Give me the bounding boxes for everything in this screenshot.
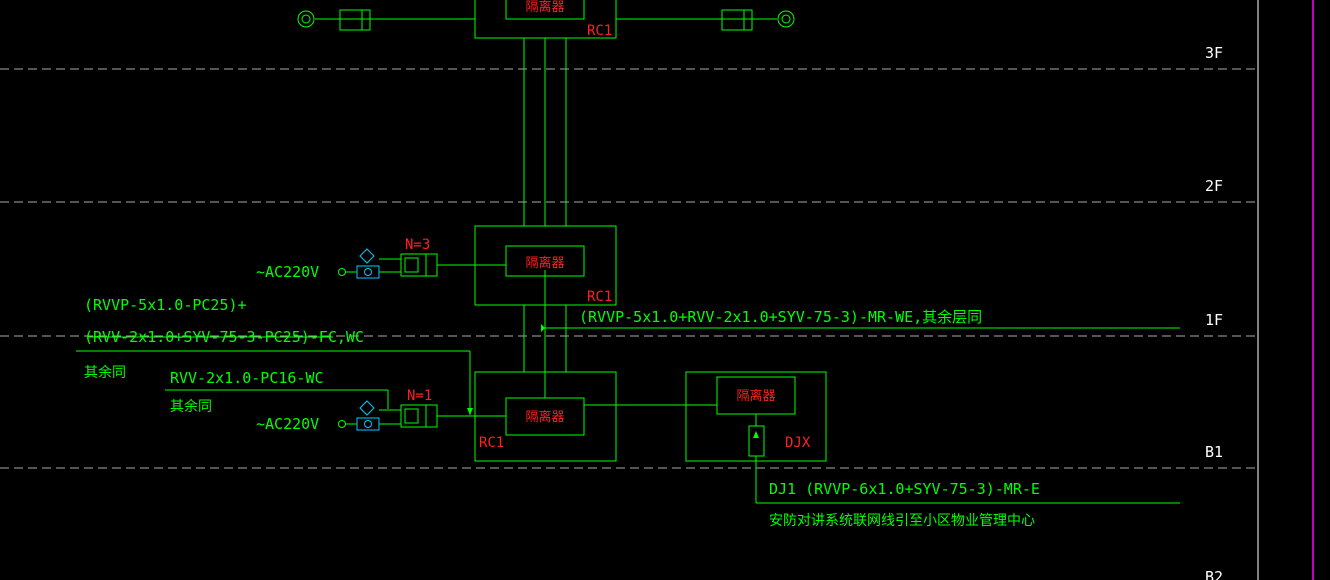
- outdoor-unit-icon: [400, 404, 438, 428]
- cable-label-main-1: (RVVP-5x1.0-PC25)+: [84, 296, 247, 314]
- isolator-label-djx: 隔离器: [736, 388, 775, 404]
- outdoor-unit-icon: [404, 408, 419, 424]
- count-label-b1: N=1: [407, 388, 432, 404]
- floor-label-b1: B1: [1205, 443, 1223, 461]
- rc-label-b1: RC1: [479, 435, 504, 451]
- terminal-icon: [301, 14, 311, 24]
- floor-label-3f: 3F: [1205, 44, 1223, 62]
- cable-note-sub: 其余同: [170, 398, 212, 415]
- power-supply-icon: [356, 417, 380, 431]
- arrow-icon: [541, 324, 545, 332]
- cable-label-main-2: (RVV-2x1.0+SYV-75-3-PC25)-FC,WC: [84, 328, 364, 346]
- cable-note-main: 其余同: [84, 364, 126, 381]
- lock-icon: [359, 400, 375, 416]
- rc-label-1f: RC1: [587, 289, 612, 305]
- terminal-icon: [338, 420, 346, 428]
- isolator-label-b1: 隔离器: [525, 409, 564, 425]
- isolator-box-1f: [505, 245, 585, 277]
- network-device-icon: [748, 425, 765, 457]
- power-supply-icon: [356, 265, 380, 279]
- lock-icon: [359, 248, 375, 264]
- floor-label-2f: 2F: [1205, 177, 1223, 195]
- cable-note-network: 安防对讲系统联网线引至小区物业管理中心: [769, 513, 1035, 529]
- power-supply-icon: [364, 268, 372, 276]
- floor-label-1f: 1F: [1205, 311, 1223, 329]
- isolator-box-3f: [505, 0, 585, 20]
- isolator-label-1f: 隔离器: [525, 255, 564, 271]
- count-label-1f: N=3: [405, 237, 430, 253]
- power-label-1f: ~AC220V: [256, 263, 319, 281]
- djx-label: DJX: [785, 435, 811, 451]
- outdoor-unit-icon: [339, 9, 371, 31]
- outdoor-unit-icon: [721, 9, 753, 31]
- cable-label-sub: RVV-2x1.0-PC16-WC: [170, 369, 324, 387]
- terminal-icon: [777, 10, 795, 28]
- rc-box-3f: [474, 0, 617, 39]
- terminal-icon: [781, 14, 791, 24]
- isolator-label-3f: 隔离器: [525, 0, 564, 15]
- power-label-b1: ~AC220V: [256, 415, 319, 433]
- arrow-icon: [467, 408, 473, 415]
- cable-label-riser: (RVVP-5x1.0+RVV-2x1.0+SYV-75-3)-MR-WE,其余…: [579, 308, 982, 326]
- cable-label-dj1: DJ1 (RVVP-6x1.0+SYV-75-3)-MR-E: [769, 480, 1040, 498]
- rc-label-3f: RC1: [587, 23, 612, 39]
- arrow-marks: [467, 324, 759, 438]
- outdoor-unit-icon: [400, 253, 438, 277]
- floor-label-b2: B2: [1205, 568, 1223, 580]
- terminal-icon: [338, 268, 346, 276]
- power-supply-icon: [364, 420, 372, 428]
- arrow-icon: [753, 431, 759, 438]
- terminal-icon: [297, 10, 315, 28]
- outdoor-unit-icon: [404, 257, 419, 273]
